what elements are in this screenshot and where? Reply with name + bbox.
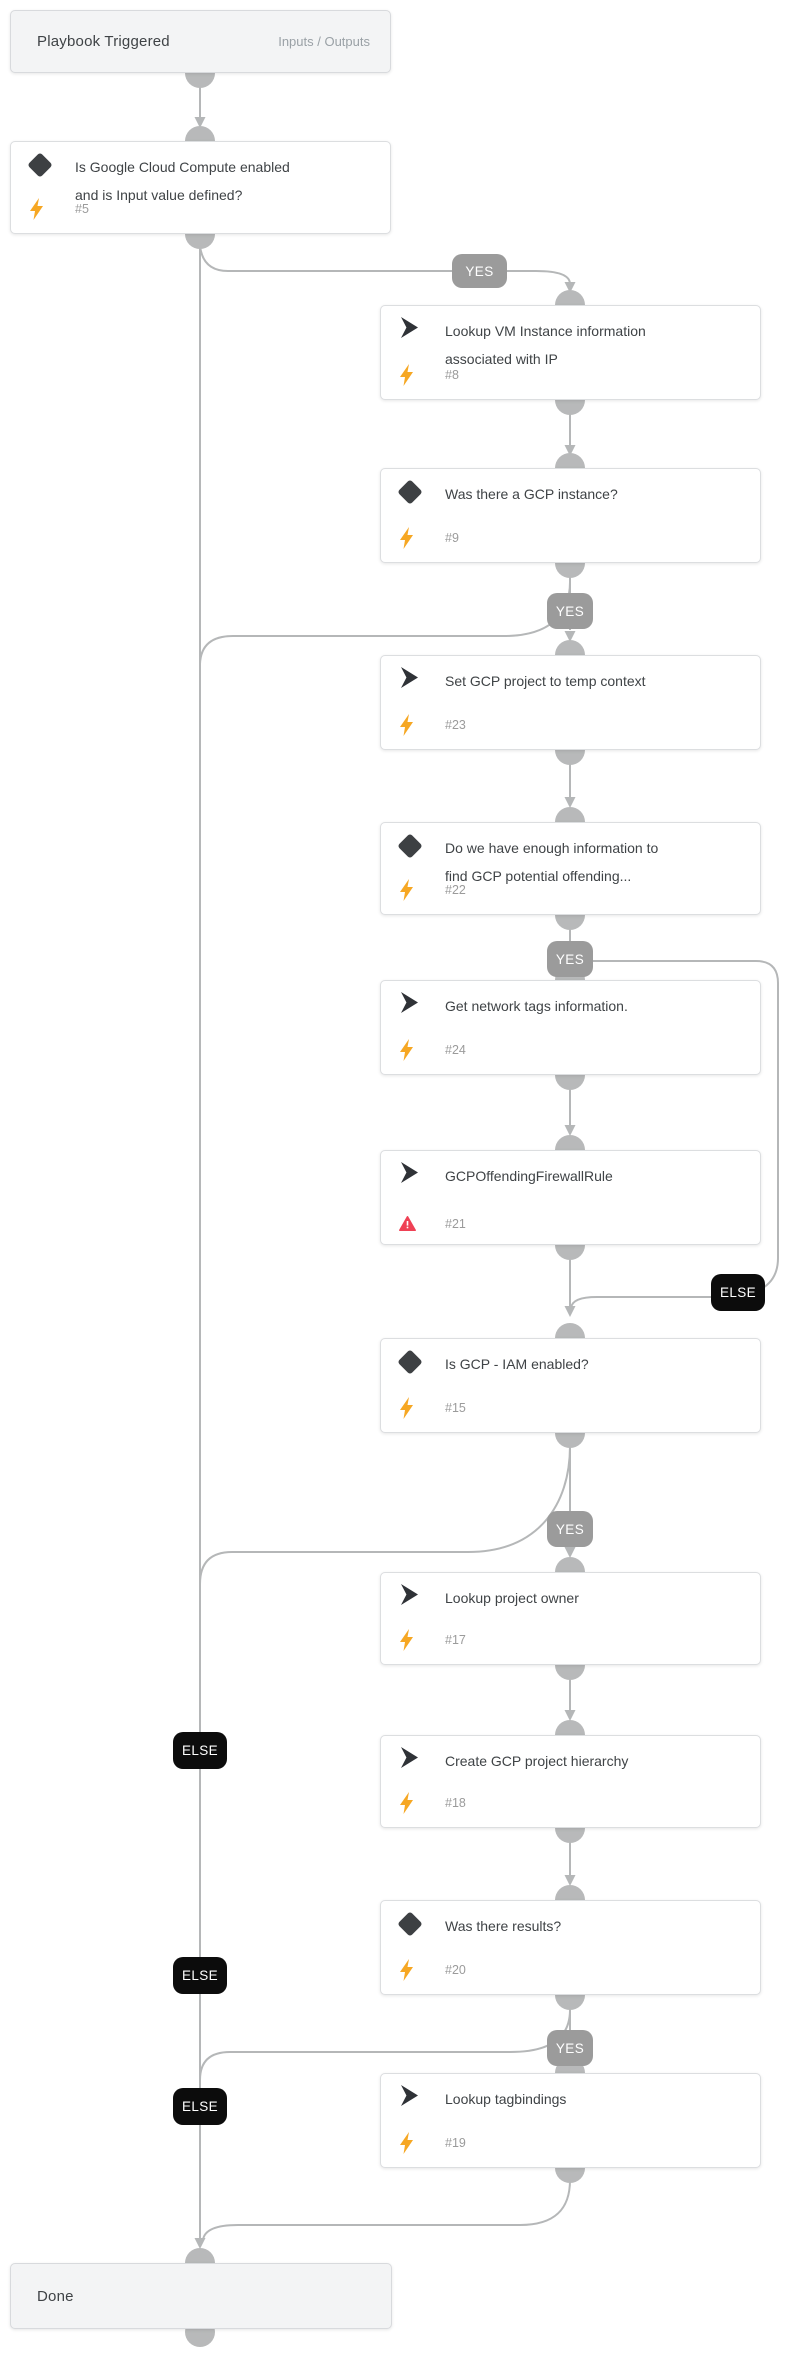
done-card[interactable]: Done (10, 2263, 392, 2329)
lightning-icon (399, 1629, 425, 1651)
task-arrow-icon (399, 317, 425, 338)
yes-badge: YES (547, 941, 593, 977)
card-title: Was there results? (445, 1918, 562, 1934)
task-id: #17 (445, 1633, 466, 1647)
lightning-icon (399, 527, 425, 549)
done-title: Done (37, 2287, 74, 2305)
playbook-trigger-card[interactable]: Playbook Triggered Inputs / Outputs (10, 10, 391, 73)
task-arrow-icon (399, 667, 425, 688)
task-card-21[interactable]: GCPOffendingFirewallRule #21 (380, 1150, 761, 1245)
card-title: Create GCP project hierarchy (445, 1753, 629, 1769)
else-badge: ELSE (173, 1957, 227, 1994)
else-badge: ELSE (173, 1732, 227, 1769)
yes-badge: YES (452, 254, 507, 288)
card-title: Get network tags information. (445, 998, 628, 1014)
card-title: Is GCP - IAM enabled? (445, 1356, 589, 1372)
condition-diamond-icon (27, 152, 55, 178)
task-arrow-icon (399, 2085, 425, 2106)
task-arrow-icon (399, 1747, 425, 1768)
lightning-icon (399, 1792, 425, 1814)
condition-diamond-icon (397, 1349, 425, 1375)
task-id: #20 (445, 1963, 466, 1977)
condition-diamond-icon (397, 833, 425, 859)
task-id: #5 (75, 202, 89, 216)
task-id: #9 (445, 531, 459, 545)
task-card-17[interactable]: Lookup project owner #17 (380, 1572, 761, 1665)
task-card-18[interactable]: Create GCP project hierarchy #18 (380, 1735, 761, 1828)
lightning-icon (29, 198, 55, 220)
yes-badge: YES (547, 593, 593, 629)
condition-card-9[interactable]: Was there a GCP instance? #9 (380, 468, 761, 563)
inputs-outputs-link[interactable]: Inputs / Outputs (278, 34, 370, 49)
else-badge: ELSE (711, 1274, 765, 1311)
error-warning-icon (399, 1216, 425, 1231)
lightning-icon (399, 1959, 425, 1981)
condition-diamond-icon (397, 1911, 425, 1937)
task-card-23[interactable]: Set GCP project to temp context #23 (380, 655, 761, 750)
lightning-icon (399, 1397, 425, 1419)
card-title: Lookup tagbindings (445, 2091, 567, 2107)
lightning-icon (399, 1039, 425, 1061)
card-title: GCPOffendingFirewallRule (445, 1168, 613, 1184)
lightning-icon (399, 879, 425, 901)
task-id: #18 (445, 1796, 466, 1810)
condition-card-15[interactable]: Is GCP - IAM enabled? #15 (380, 1338, 761, 1433)
card-title: Set GCP project to temp context (445, 673, 646, 689)
lightning-icon (399, 714, 425, 736)
lightning-icon (399, 2132, 425, 2154)
lightning-icon (399, 364, 425, 386)
yes-badge: YES (547, 1511, 593, 1547)
condition-diamond-icon (397, 479, 425, 505)
card-title: Lookup project owner (445, 1590, 579, 1606)
task-id: #24 (445, 1043, 466, 1057)
task-arrow-icon (399, 1162, 425, 1183)
task-id: #15 (445, 1401, 466, 1415)
task-id: #22 (445, 883, 466, 897)
playbook-trigger-title: Playbook Triggered (37, 33, 170, 50)
task-id: #8 (445, 368, 459, 382)
card-title: Was there a GCP instance? (445, 486, 618, 502)
task-card-19[interactable]: Lookup tagbindings #19 (380, 2073, 761, 2168)
yes-badge: YES (547, 2030, 593, 2066)
task-id: #21 (445, 1216, 466, 1231)
task-card-24[interactable]: Get network tags information. #24 (380, 980, 761, 1075)
task-id: #23 (445, 718, 466, 732)
task-arrow-icon (399, 992, 425, 1013)
task-arrow-icon (399, 1584, 425, 1605)
else-badge: ELSE (173, 2088, 227, 2125)
task-id: #19 (445, 2136, 466, 2150)
condition-card-20[interactable]: Was there results? #20 (380, 1900, 761, 1995)
